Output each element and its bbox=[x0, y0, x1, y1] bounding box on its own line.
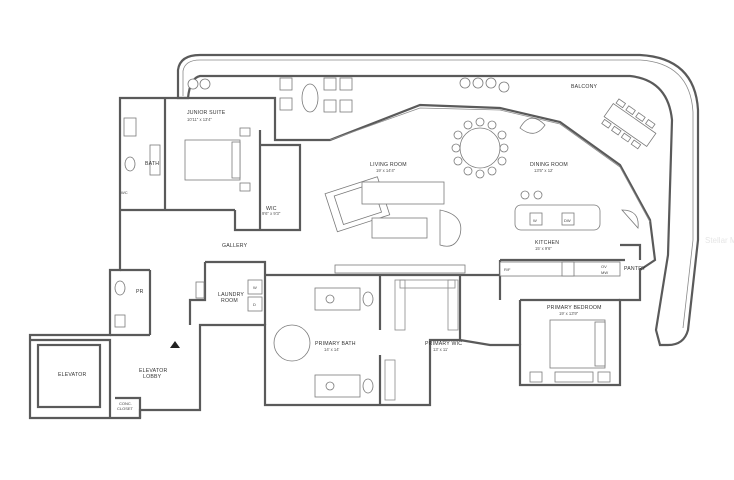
label-primary-bedroom: PRIMARY BEDROOM bbox=[547, 305, 602, 311]
label-elevator-lobby-line1: ELEVATOR bbox=[139, 368, 167, 374]
label-refrigerator: R/F bbox=[504, 267, 511, 272]
label-conc-closet-line2: CLOSET bbox=[117, 406, 134, 411]
label-elevator-lobby-line2: LOBBY bbox=[143, 374, 162, 380]
up-arrow-icon bbox=[170, 341, 180, 348]
window-wall bbox=[329, 107, 651, 223]
label-elevator: ELEVATOR bbox=[58, 372, 86, 378]
label-living-room: LIVING ROOM bbox=[370, 162, 407, 168]
laundry-fixtures bbox=[114, 279, 263, 328]
balcony-outline bbox=[176, 53, 700, 347]
label-bath: BATH bbox=[145, 161, 159, 167]
kitchen-island bbox=[499, 190, 639, 277]
label-washer: W bbox=[253, 285, 257, 290]
label-dishwasher: DW bbox=[564, 218, 571, 223]
label-junior-suite: JUNIOR SUITE bbox=[187, 110, 226, 116]
label-oven: OV bbox=[601, 264, 607, 269]
dims-living-room: 19' x 14'4" bbox=[376, 168, 396, 173]
primary-wic-racks bbox=[394, 279, 459, 331]
dims-primary-bath: 14' x 14' bbox=[324, 347, 340, 352]
dims-primary-wic: 13' x 11' bbox=[433, 347, 448, 352]
label-conc-closet-line1: CONC. bbox=[119, 401, 132, 406]
label-wic: WIC bbox=[266, 206, 277, 212]
dining-table bbox=[451, 117, 546, 179]
dims-dining-room: 13'5" x 12' bbox=[534, 168, 553, 173]
label-dryer: D bbox=[253, 302, 256, 307]
watermark: Stellar MLS bbox=[705, 236, 734, 245]
label-laundry-line2: ROOM bbox=[221, 298, 238, 304]
label-microwave: MW bbox=[601, 270, 608, 275]
primary-bath-fixtures bbox=[273, 287, 396, 401]
label-primary-wic: PRIMARY WIC bbox=[425, 341, 462, 347]
dims-kitchen: 15' x 9'6" bbox=[535, 246, 552, 251]
label-balcony: BALCONY bbox=[571, 84, 598, 90]
label-kitchen: KITCHEN bbox=[535, 240, 559, 246]
label-gallery: GALLERY bbox=[222, 243, 248, 249]
label-wc: WC bbox=[121, 190, 128, 195]
label-pantry: PANTRY bbox=[624, 266, 646, 272]
label-laundry-line1: LAUNDRY bbox=[218, 292, 244, 298]
dims-junior-suite: 10'11" x 13'4" bbox=[187, 117, 212, 122]
primary-bed bbox=[529, 319, 611, 383]
label-dining-room: DINING ROOM bbox=[530, 162, 568, 168]
label-primary-bath: PRIMARY BATH bbox=[315, 341, 356, 347]
bath-fixtures bbox=[123, 117, 161, 176]
balcony-furniture bbox=[187, 77, 657, 150]
junior-suite-bed bbox=[184, 127, 251, 192]
living-room-furniture bbox=[324, 176, 466, 274]
label-washer-kitchen: W bbox=[533, 218, 537, 223]
interior-walls bbox=[28, 96, 657, 420]
dims-primary-bedroom: 19' x 13'9" bbox=[559, 311, 579, 316]
label-pr: PR bbox=[136, 289, 144, 295]
dims-wic: 9'6" x 9'3" bbox=[262, 211, 281, 216]
